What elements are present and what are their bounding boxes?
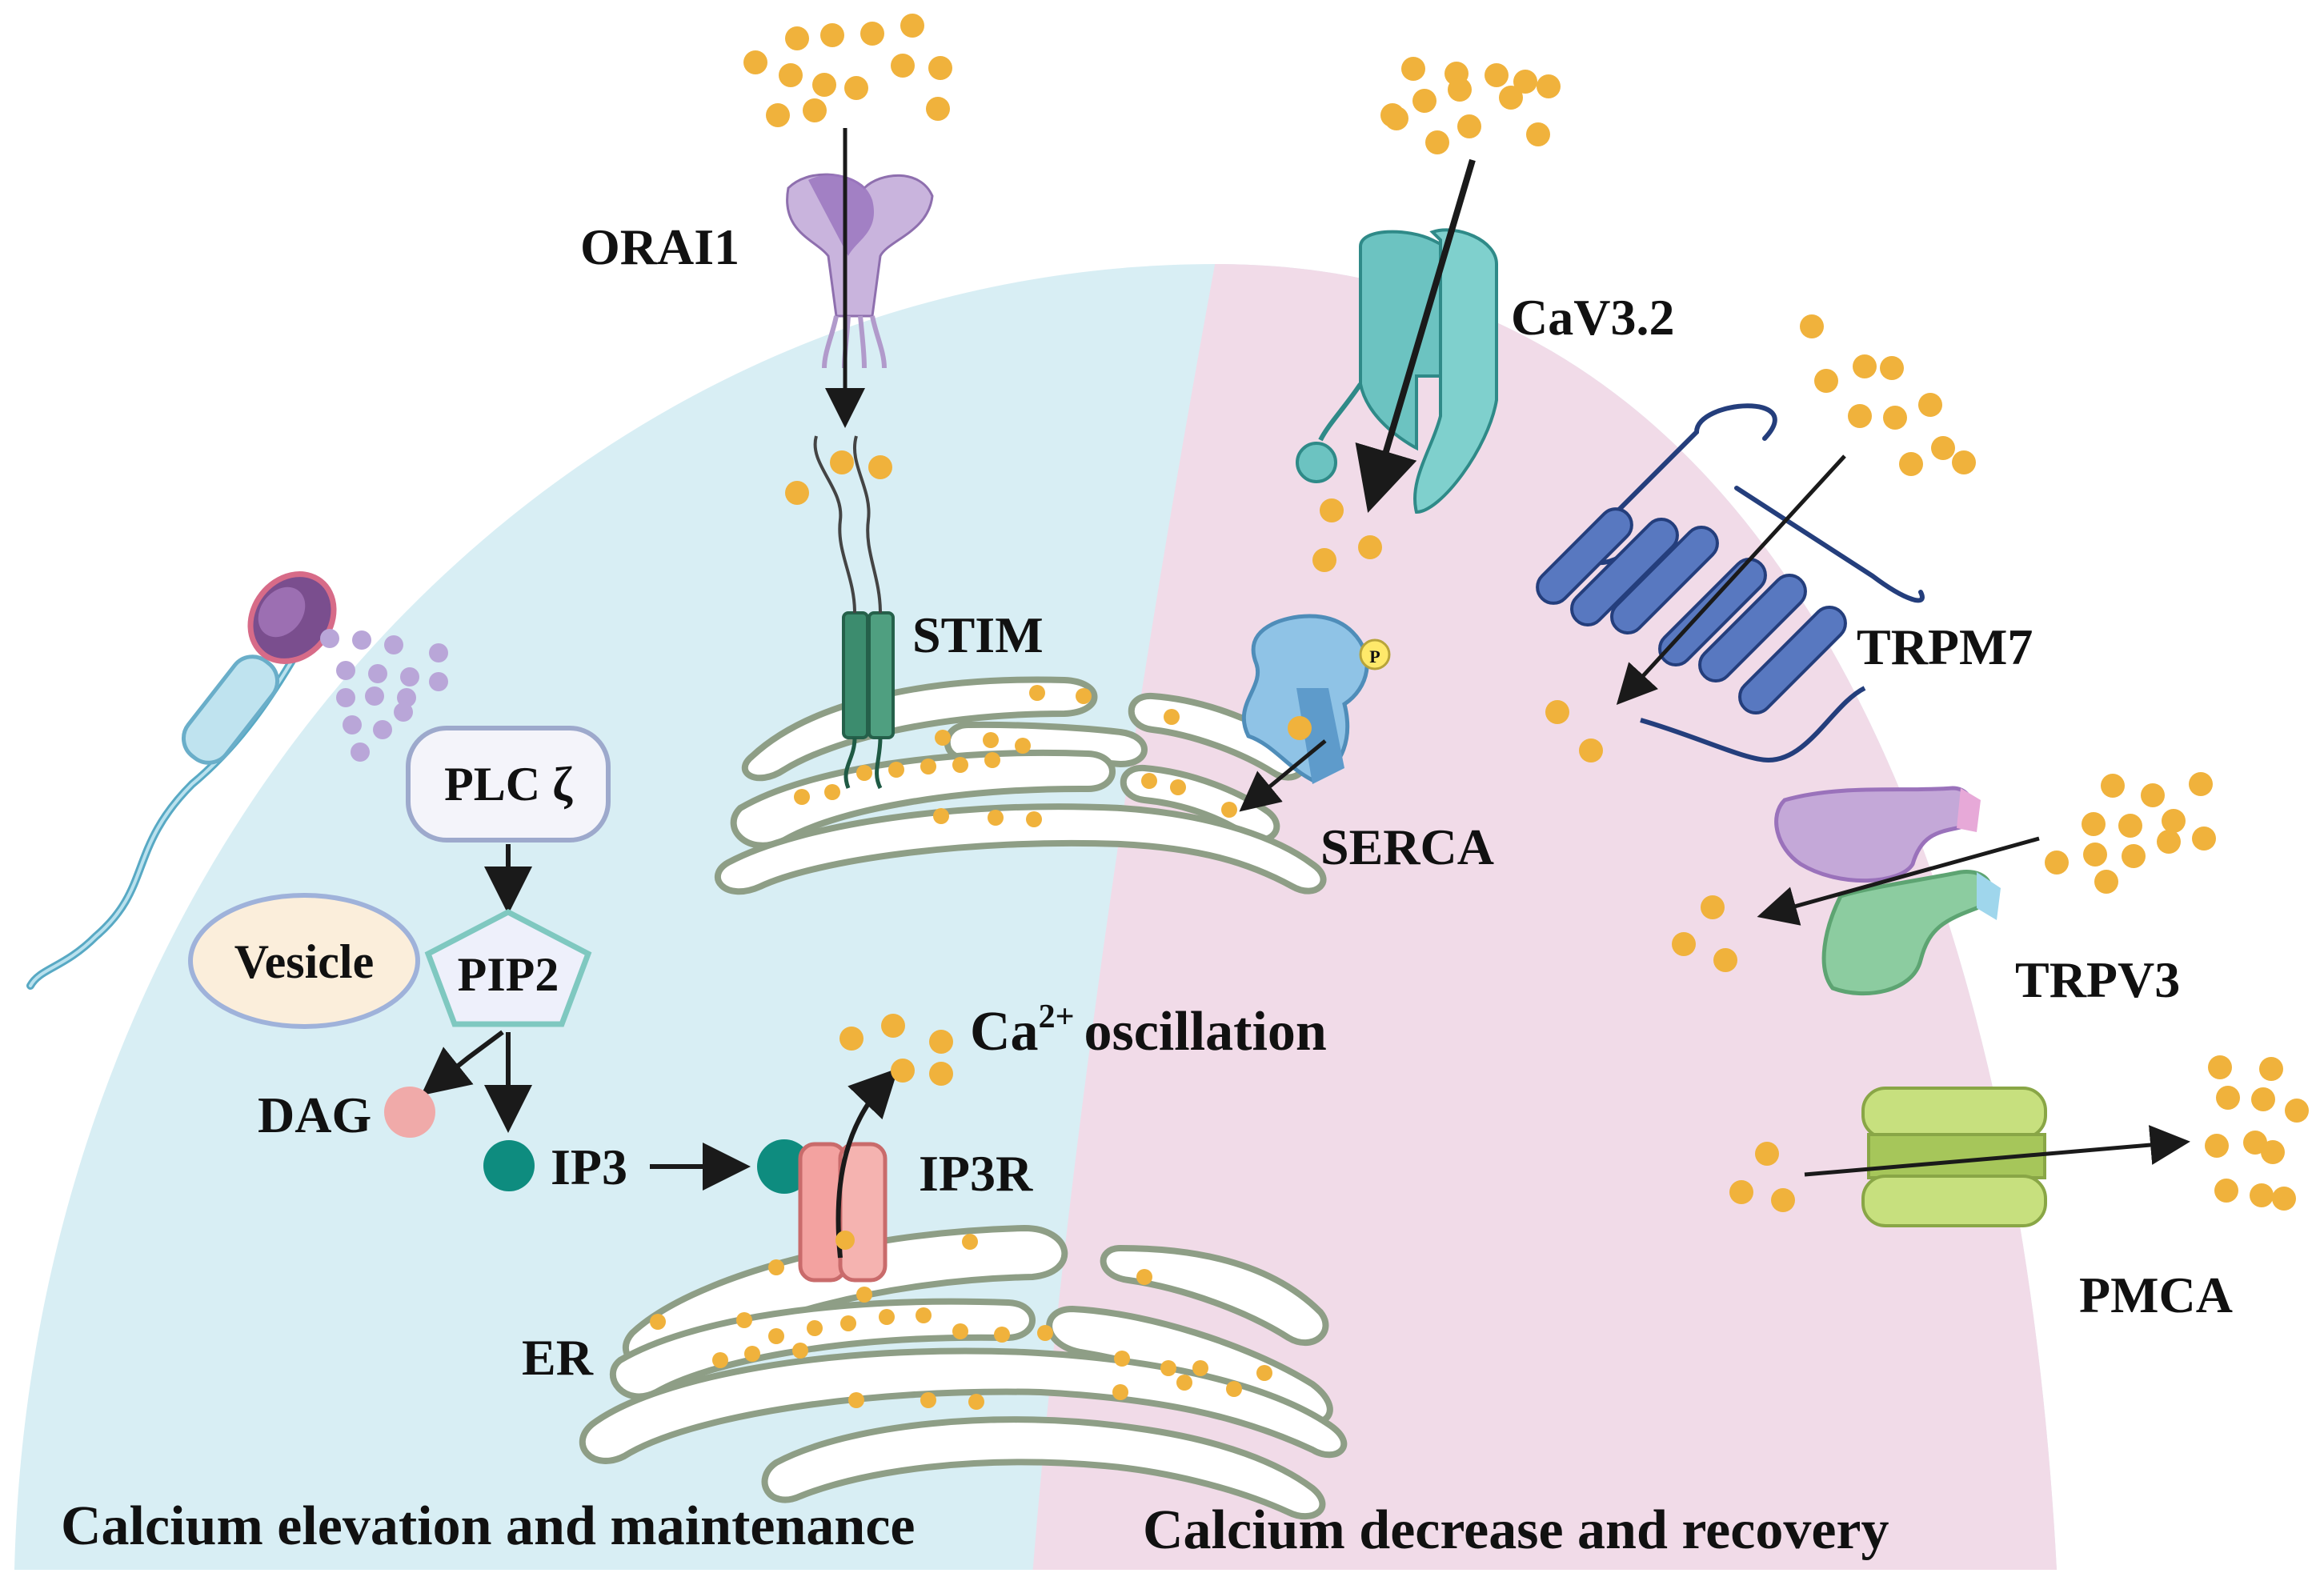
ip3-molecule <box>483 1140 535 1191</box>
er-upper <box>715 676 1327 895</box>
ip3r-label: IP3R <box>919 1145 1033 1202</box>
er-label: ER <box>522 1329 594 1386</box>
ip3-bound-molecule <box>757 1139 811 1194</box>
pip2-pentagon: PIP2 <box>424 909 592 1027</box>
dag-molecule <box>384 1087 435 1138</box>
stim-label: STIM <box>912 606 1044 663</box>
vesicle: Vesicle <box>188 893 420 1029</box>
arrow-cav-influx <box>1355 158 1476 514</box>
svg-text:Ca2+oscillation: Ca2+oscillation <box>970 999 1327 1063</box>
pip2-label: PIP2 <box>458 948 559 1001</box>
trpm7-helices <box>1536 507 1847 714</box>
arrow-ip3r-release <box>835 1068 899 1259</box>
dag-label: DAG <box>258 1087 371 1143</box>
trpv3-channel <box>1774 786 2001 996</box>
section-title-left: Calcium elevation and maintenance <box>61 1495 915 1557</box>
serca-phospho-label: P <box>1369 646 1380 666</box>
trpv3-label: TRPV3 <box>2015 951 2180 1008</box>
ca-oscillation-label: Ca2+oscillation <box>970 999 1327 1063</box>
section-title-right: Calcium decrease and recovery <box>1143 1499 1889 1561</box>
arrow-pmca-efflux <box>1804 1125 2190 1177</box>
arrow-trpm7-influx <box>1616 454 1846 706</box>
orai1-label: ORAI1 <box>580 218 739 275</box>
pmca-label: PMCA <box>2079 1267 2233 1323</box>
cav-label: CaV3.2 <box>1511 289 1674 346</box>
arrow-trpv3-influx <box>1757 836 2040 926</box>
trpm7-tail <box>1640 686 1866 763</box>
sperm-release-dots <box>320 629 448 762</box>
trpm7-label: TRPM7 <box>1857 618 2033 675</box>
serca-pump: P <box>1241 614 1391 784</box>
stim-protein <box>813 435 895 790</box>
plc-zeta-box: PLC ζ <box>406 726 611 843</box>
er-lower <box>579 1225 1348 1520</box>
arrow-serca-uptake <box>1239 739 1327 812</box>
cav32-channel <box>1296 228 1498 514</box>
calcium-ions <box>650 14 2309 1410</box>
plc-zeta-label: PLC ζ <box>444 758 573 811</box>
ip3-label: IP3 <box>551 1139 627 1195</box>
orai1-channel <box>786 173 934 369</box>
serca-label: SERCA <box>1320 819 1494 875</box>
arrow-pip2-to-dag <box>420 1030 504 1096</box>
vesicle-label: Vesicle <box>234 935 374 988</box>
